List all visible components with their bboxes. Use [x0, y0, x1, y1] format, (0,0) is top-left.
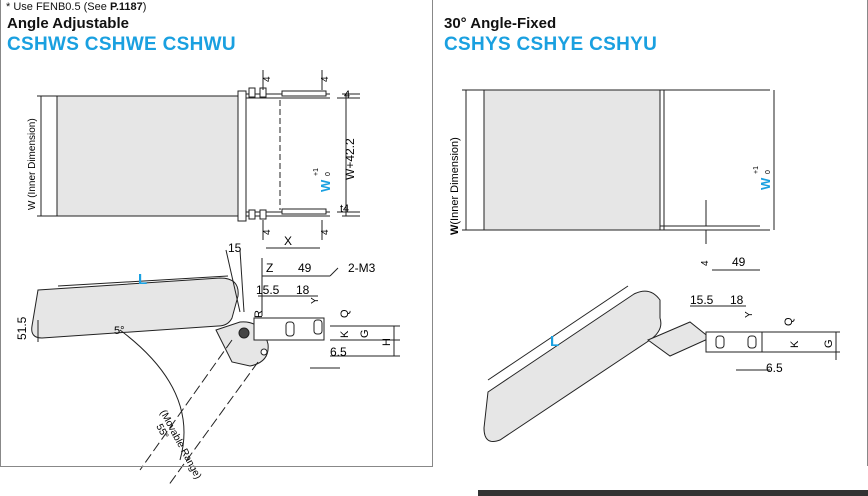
left-top-plate — [56, 95, 241, 217]
note-prefix: * Use FENB0.5 (See — [6, 1, 110, 13]
left-dim-2m3: 2-M3 — [348, 261, 376, 275]
left-dim-4-bot1: 4 — [262, 229, 273, 235]
left-title: Angle Adjustable — [7, 15, 129, 32]
note-suffix: ) — [142, 1, 147, 13]
left-dim-l: L — [138, 271, 147, 288]
right-dim-4: 4 — [700, 260, 711, 266]
left-dim-q: Q — [339, 309, 351, 318]
right-dim-15-5: 15.5 — [690, 293, 714, 307]
left-w-plus-dim: W+42.2 — [343, 138, 357, 180]
left-inner-dim-label: W (Inner Dimension) — [27, 118, 38, 210]
left-dim-18: 18 — [296, 283, 310, 297]
right-inner-dim-label: (Inner Dimension) — [449, 137, 461, 224]
right-w-tol-plus: +1 — [753, 166, 760, 174]
left-dim-6-5: 6.5 — [330, 345, 347, 359]
right-top-plate — [483, 89, 661, 231]
left-dim-t4: t4 — [340, 203, 349, 215]
left-dim-51-5: 51.5 — [15, 316, 29, 340]
table-header-strip — [478, 490, 868, 496]
left-dim-x: X — [284, 234, 292, 248]
left-bottom-line — [0, 466, 433, 467]
left-bracket — [237, 90, 247, 222]
right-dim-18: 18 — [730, 293, 744, 307]
note-page-ref[interactable]: P.1187 — [109, 1, 143, 13]
right-title: 30° Angle-Fixed — [444, 15, 557, 32]
right-dim-g: G — [823, 339, 835, 348]
right-inner-w: W(Inner Dimension) — [449, 137, 461, 235]
right-dim-6-5: 6.5 — [766, 361, 783, 375]
right-part-codes: CSHYS CSHYE CSHYU — [444, 34, 658, 55]
left-dim-4-right: 4 — [344, 89, 350, 101]
left-dim-5deg: 5° — [114, 325, 125, 337]
right-dim-q: Q — [783, 317, 795, 326]
left-part-codes: CSHWS CSHWE CSHWU — [7, 34, 236, 55]
right-inner-w-letter: W — [449, 224, 461, 235]
right-side-chute — [483, 290, 662, 442]
left-frame-line — [0, 0, 1, 466]
left-dim-k: K — [339, 330, 351, 338]
left-dim-z: Z — [266, 261, 273, 275]
right-dim-k: K — [789, 340, 801, 348]
left-dim-r: R — [253, 310, 265, 318]
left-dim-15: 15 — [228, 241, 242, 255]
left-dim-h: H — [381, 338, 393, 346]
left-w-tol-zero: 0 — [325, 172, 332, 176]
left-dim-y: Y — [310, 297, 321, 304]
right-dim-l: L — [550, 333, 559, 350]
left-w-tol-plus: +1 — [313, 168, 320, 176]
left-dim-49: 49 — [298, 261, 312, 275]
right-w-tol-zero: 0 — [765, 170, 772, 174]
right-dim-y: Y — [744, 311, 755, 318]
left-w-tol: W — [318, 179, 333, 192]
usage-note: * Use FENB0.5 (See P.1187) — [6, 1, 146, 13]
left-dim-4-bot2: 4 — [320, 229, 331, 235]
center-divider — [432, 0, 433, 466]
right-dim-49: 49 — [732, 255, 746, 269]
left-dim-15-5: 15.5 — [256, 283, 280, 297]
left-dim-4-top2: 4 — [320, 76, 331, 82]
right-w-tol: W — [758, 177, 773, 190]
left-dim-g: G — [359, 329, 371, 338]
left-dim-4-top1: 4 — [262, 76, 273, 82]
